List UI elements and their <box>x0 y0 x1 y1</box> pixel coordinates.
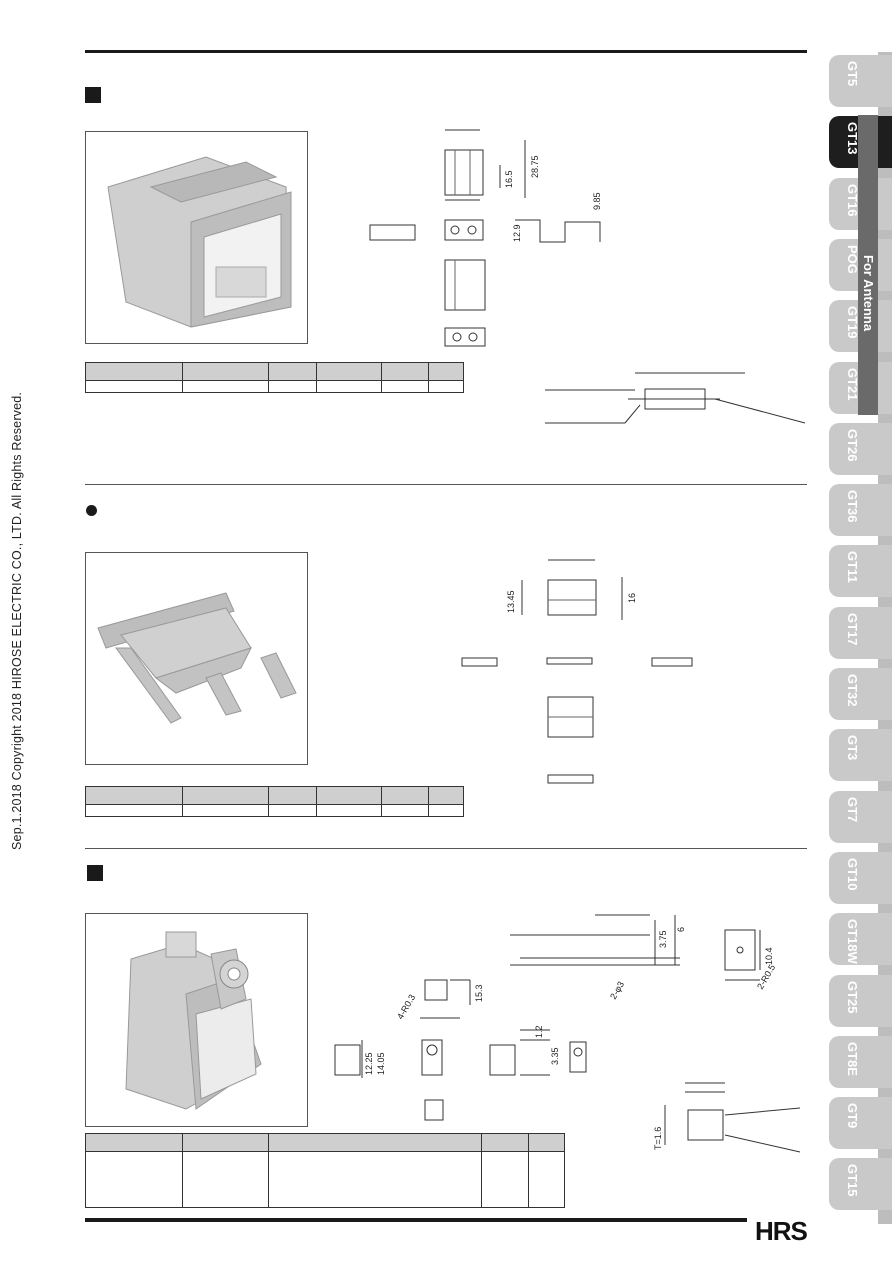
section-divider-1 <box>85 484 807 485</box>
product-photo-cover <box>85 552 308 765</box>
cover-illustration <box>97 592 297 724</box>
hrs-logo: HRS <box>755 1216 808 1246</box>
tab-gt18w[interactable]: GT18W <box>829 913 892 966</box>
tab-label: GT25 <box>845 980 860 1014</box>
dim-14-05: 14.05 <box>376 1052 386 1075</box>
tab-gt25[interactable]: GT25 <box>829 974 892 1027</box>
dim-3-35: 3.35 <box>550 1047 560 1065</box>
tab-gt26[interactable]: GT26 <box>829 422 892 475</box>
spec-table-3 <box>85 1133 565 1208</box>
section-marker-square <box>85 87 101 103</box>
receptacle-illustration <box>125 931 262 1110</box>
dim-3-75: 3.75 <box>658 930 668 948</box>
drawing-cover-dimensions: 13.45 16 <box>461 559 693 784</box>
tab-label: GT18W <box>845 919 860 964</box>
tab-gt17[interactable]: GT17 <box>829 606 892 659</box>
dim-6: 6 <box>676 927 686 932</box>
drawing-receptacle-dimensions: 3.75 6 2-φ3 10.4 2-R0.5 15.3 4-R0.3 12.2… <box>334 914 801 1153</box>
dim-2-phi3: 2-φ3 <box>608 980 626 1001</box>
tab-label: GT7 <box>845 796 860 822</box>
spec-table-2 <box>85 786 464 817</box>
tab-label: GT26 <box>845 428 860 462</box>
tab-gt32[interactable]: GT32 <box>829 668 892 720</box>
dim-4-r0-3: 4-R0.3 <box>395 993 417 1021</box>
drawing-header-mounting <box>545 372 806 424</box>
dim-12-9: 12.9 <box>512 224 522 242</box>
product-photo-receptacle <box>85 913 308 1127</box>
tab-label: GT36 <box>845 490 860 523</box>
tab-gt8e[interactable]: GT8E <box>829 1035 892 1088</box>
copyright-notice: Sep.1.2018 Copyright 2018 HIROSE ELECTRI… <box>10 391 24 850</box>
tab-gt5[interactable]: GT5 <box>829 55 892 107</box>
dim-9-85: 9.85 <box>592 192 602 210</box>
dim-15-3: 15.3 <box>474 984 484 1002</box>
category-label: For Antenna <box>861 255 876 332</box>
tab-label: GT15 <box>845 1164 860 1197</box>
dim-1-2: 1.2 <box>534 1025 544 1038</box>
tab-gt3[interactable]: GT3 <box>829 729 892 782</box>
dim-thickness: T=1.6 <box>653 1127 663 1150</box>
tab-gt9[interactable]: GT9 <box>829 1097 892 1150</box>
spec-table-1 <box>85 362 464 393</box>
dim-2-r0-5: 2-R0.5 <box>755 963 777 991</box>
drawing-header-dimensions: 16.5 28.75 9.85 12.9 <box>369 129 602 347</box>
dim-28-75: 28.75 <box>530 155 540 178</box>
tab-gt15[interactable]: GT15 <box>829 1158 892 1211</box>
tab-label: GT5 <box>845 61 860 87</box>
section-divider-2 <box>85 848 807 849</box>
dim-12-25: 12.25 <box>364 1052 374 1075</box>
category-bar: For Antenna <box>858 115 878 415</box>
header-illustration <box>107 156 292 328</box>
section-marker-dot <box>86 505 97 516</box>
dim-13-45: 13.45 <box>506 590 516 613</box>
dim-10-4: 10.4 <box>764 947 774 965</box>
tab-gt7[interactable]: GT7 <box>829 790 892 843</box>
section-marker-square <box>87 865 103 881</box>
tab-label: GT9 <box>845 1103 860 1129</box>
tab-label: GT8E <box>845 1041 860 1076</box>
tab-label: GT32 <box>845 674 860 707</box>
dim-16-5: 16.5 <box>504 170 514 188</box>
tab-gt36[interactable]: GT36 <box>829 484 892 537</box>
tab-label: GT17 <box>845 612 860 646</box>
tab-label: GT3 <box>845 735 860 761</box>
product-photo-header <box>85 131 308 344</box>
bottom-rule <box>85 1218 747 1222</box>
dim-16: 16 <box>627 593 637 603</box>
tab-gt11[interactable]: GT11 <box>829 545 892 598</box>
tab-gt10[interactable]: GT10 <box>829 851 892 904</box>
tab-label: GT11 <box>845 551 860 584</box>
tab-label: GT10 <box>845 857 860 891</box>
top-rule <box>85 50 807 53</box>
